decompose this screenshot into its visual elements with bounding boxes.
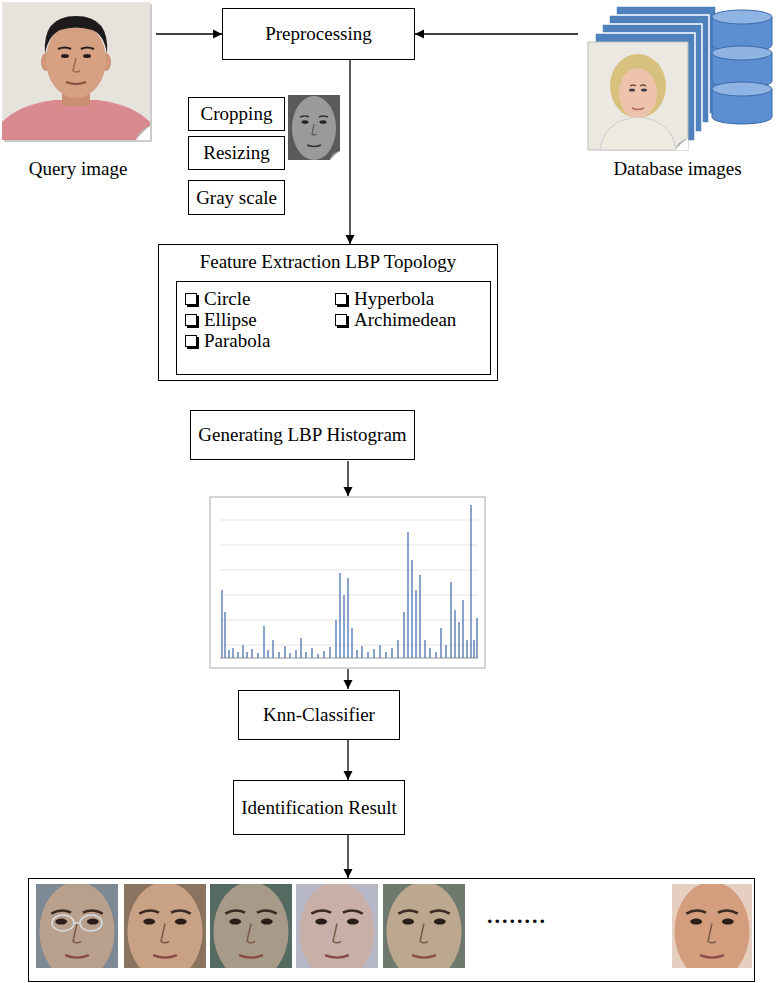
database-photo-part (675, 138, 688, 150)
node-label: Identification Result (241, 797, 397, 819)
grayscale-face-part (307, 145, 321, 147)
query-photo (2, 2, 152, 142)
database-cylinders-part (712, 46, 772, 60)
topology-label: Parabola (204, 330, 270, 351)
topology-label: Ellipse (204, 309, 257, 330)
result-thumbnails-part (386, 882, 461, 981)
query-photo-part (73, 58, 80, 72)
query-photo-part (83, 54, 91, 58)
histogram-chart-part (220, 520, 478, 645)
histogram-chart-part (210, 497, 485, 668)
checkbox-icon (185, 314, 197, 326)
node-label: Generating LBP Histogram (198, 424, 406, 446)
grayscale-face-part (330, 151, 340, 160)
flow-arrow (347, 740, 348, 780)
histogram-chart (210, 497, 485, 668)
flow-arrow (415, 33, 578, 34)
query-photo-part (46, 22, 106, 98)
checklist-item: Archimedean (335, 309, 482, 330)
node-label: Database images (613, 158, 741, 180)
database-photo-part (619, 68, 657, 118)
topology-label: Hyperbola (354, 288, 434, 309)
database-photo-part (588, 42, 688, 150)
node-label: Gray scale (196, 187, 277, 209)
flow-arrow (347, 835, 348, 878)
histogram-chart-part (222, 505, 477, 658)
query-photo-part (58, 48, 94, 50)
database-photo-part (600, 117, 676, 150)
grayscale-face-part (288, 95, 340, 160)
grayscale-face (288, 95, 340, 160)
database-photo (588, 42, 688, 150)
process-box: Knn-Classifier (238, 690, 400, 740)
checklist-item: Ellipse (185, 309, 335, 330)
query-photo-part (61, 54, 69, 58)
node-label: Query image (29, 158, 128, 180)
grayscale-face-part (292, 96, 336, 160)
flow-arrow-part (347, 669, 348, 689)
query-photo-part (2, 2, 150, 140)
flow-arrow (347, 461, 348, 689)
topology-label: Circle (204, 288, 250, 309)
query-image: Query image (0, 0, 156, 182)
node-label: Feature Extraction LBP Topology (200, 251, 457, 273)
node-label: Knn-Classifier (263, 704, 375, 726)
histogram-chart-part (220, 658, 478, 659)
database-photo-part (630, 85, 646, 86)
database-cylinders-part (712, 82, 772, 96)
flow-arrow (349, 60, 350, 244)
flow-arrow (156, 33, 222, 34)
query-photo-part (45, 16, 107, 54)
database-photo-part (641, 88, 647, 91)
database-cylinders-part (712, 10, 772, 24)
checklist-item: Circle (185, 288, 335, 309)
step-box: Cropping (188, 97, 285, 131)
database-cylinders (712, 10, 772, 124)
database-photo-part (629, 88, 635, 91)
result-strip: ........ (28, 878, 755, 982)
database-images: Database images (578, 0, 777, 182)
query-photo-part (136, 126, 150, 140)
process-box: Identification Result (233, 780, 405, 835)
ellipsis-dots: ........ (487, 903, 547, 929)
result-thumbnails (36, 882, 752, 981)
process-box: Preprocessing (222, 8, 415, 60)
database-photo-part (632, 108, 644, 110)
checkbox-icon (335, 293, 347, 305)
feature-box: Feature Extraction LBP TopologyCircle Hyp… (158, 244, 498, 381)
result-thumbnails-part (127, 882, 202, 981)
node-label: Cropping (201, 103, 273, 125)
checkbox-icon (185, 335, 197, 347)
query-photo-part (66, 82, 86, 84)
result-thumbnails-part (299, 882, 374, 981)
step-box: Resizing (188, 136, 285, 170)
result-thumbnails-part (213, 882, 288, 981)
process-box: Generating LBP Histogram (190, 410, 414, 460)
grayscale-face-part (300, 116, 328, 117)
database-photo-part (675, 138, 688, 150)
topology-label: Archimedean (354, 309, 456, 330)
grayscale-face-part (330, 151, 340, 160)
grayscale-face-part (312, 124, 317, 135)
checkbox-icon (185, 293, 197, 305)
flow-arrow-part (347, 461, 348, 496)
checklist-item: Hyperbola (335, 288, 482, 309)
grayscale-face-part (302, 120, 309, 124)
checkbox-icon (335, 314, 347, 326)
result-thumbnails-part (39, 882, 114, 981)
node-label: Preprocessing (265, 23, 372, 45)
result-thumbnails-part (52, 915, 102, 931)
query-photo-part (136, 126, 150, 140)
grayscale-face-part (320, 120, 327, 124)
step-box: Gray scale (188, 180, 285, 215)
topology-list: Circle HyperbolaEllipse ArchimedeanParabol… (176, 281, 491, 375)
checklist-item: Parabola (185, 330, 335, 351)
database-photo-part (610, 54, 666, 118)
node-label: Resizing (203, 142, 270, 164)
result-thumbnails-part (674, 882, 749, 981)
